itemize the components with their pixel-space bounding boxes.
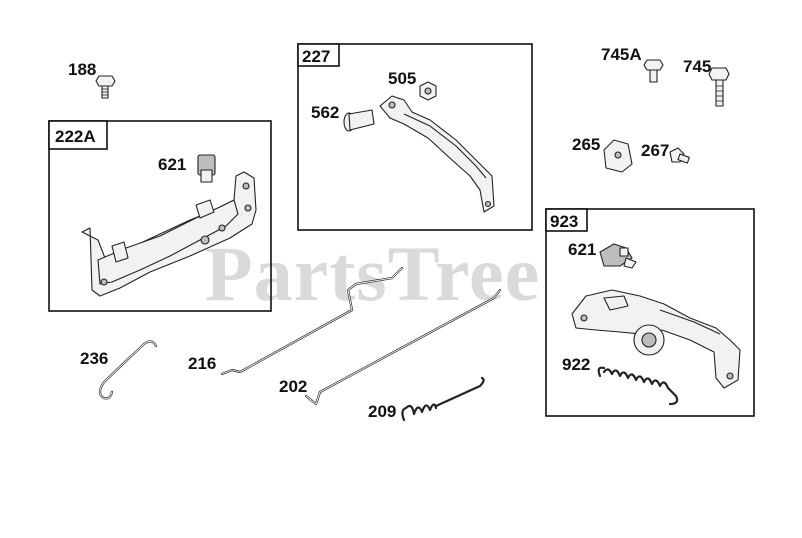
assembly-222A[interactable]: 222A 621 [48,120,272,312]
assembly-923[interactable]: 923 621 922 [545,208,755,417]
callout-745A: 745A [601,45,642,64]
bracket-265[interactable] [603,139,633,173]
clip-222A-621 [197,154,216,183]
bolt-745[interactable] [708,67,730,107]
pin-562 [343,109,375,132]
lever-assembly-923 [571,289,741,389]
assembly-227[interactable]: 227 505 562 [297,43,533,231]
rod-202[interactable] [304,288,502,406]
callout-267: 267 [641,141,669,160]
callout-505: 505 [388,69,416,88]
bolt-745A[interactable] [643,59,664,83]
callout-265: 265 [572,135,600,154]
spring-209[interactable] [401,376,485,422]
callout-562: 562 [311,103,339,122]
lever-arm-227 [379,95,495,213]
clip-923-621 [599,243,637,269]
callout-222A-621: 621 [158,155,186,174]
screw-267[interactable] [669,147,690,164]
rod-216[interactable] [220,266,404,376]
assembly-227-label: 227 [302,47,330,66]
callout-922: 922 [562,355,590,374]
callout-216: 216 [188,354,216,373]
assembly-923-label: 923 [550,212,578,231]
callout-202: 202 [279,377,307,396]
control-bracket-222A [81,171,257,297]
watermark: PartsTree [205,230,540,317]
assembly-222A-label: 222A [55,127,96,146]
bolt-188[interactable] [95,75,116,99]
nut-505 [419,81,437,101]
callout-188: 188 [68,60,96,79]
callout-745: 745 [683,57,711,76]
callout-209: 209 [368,402,396,421]
callout-923-621: 621 [568,240,596,259]
callout-236: 236 [80,349,108,368]
s-hook-236[interactable] [98,340,158,400]
spring-922 [597,366,679,406]
